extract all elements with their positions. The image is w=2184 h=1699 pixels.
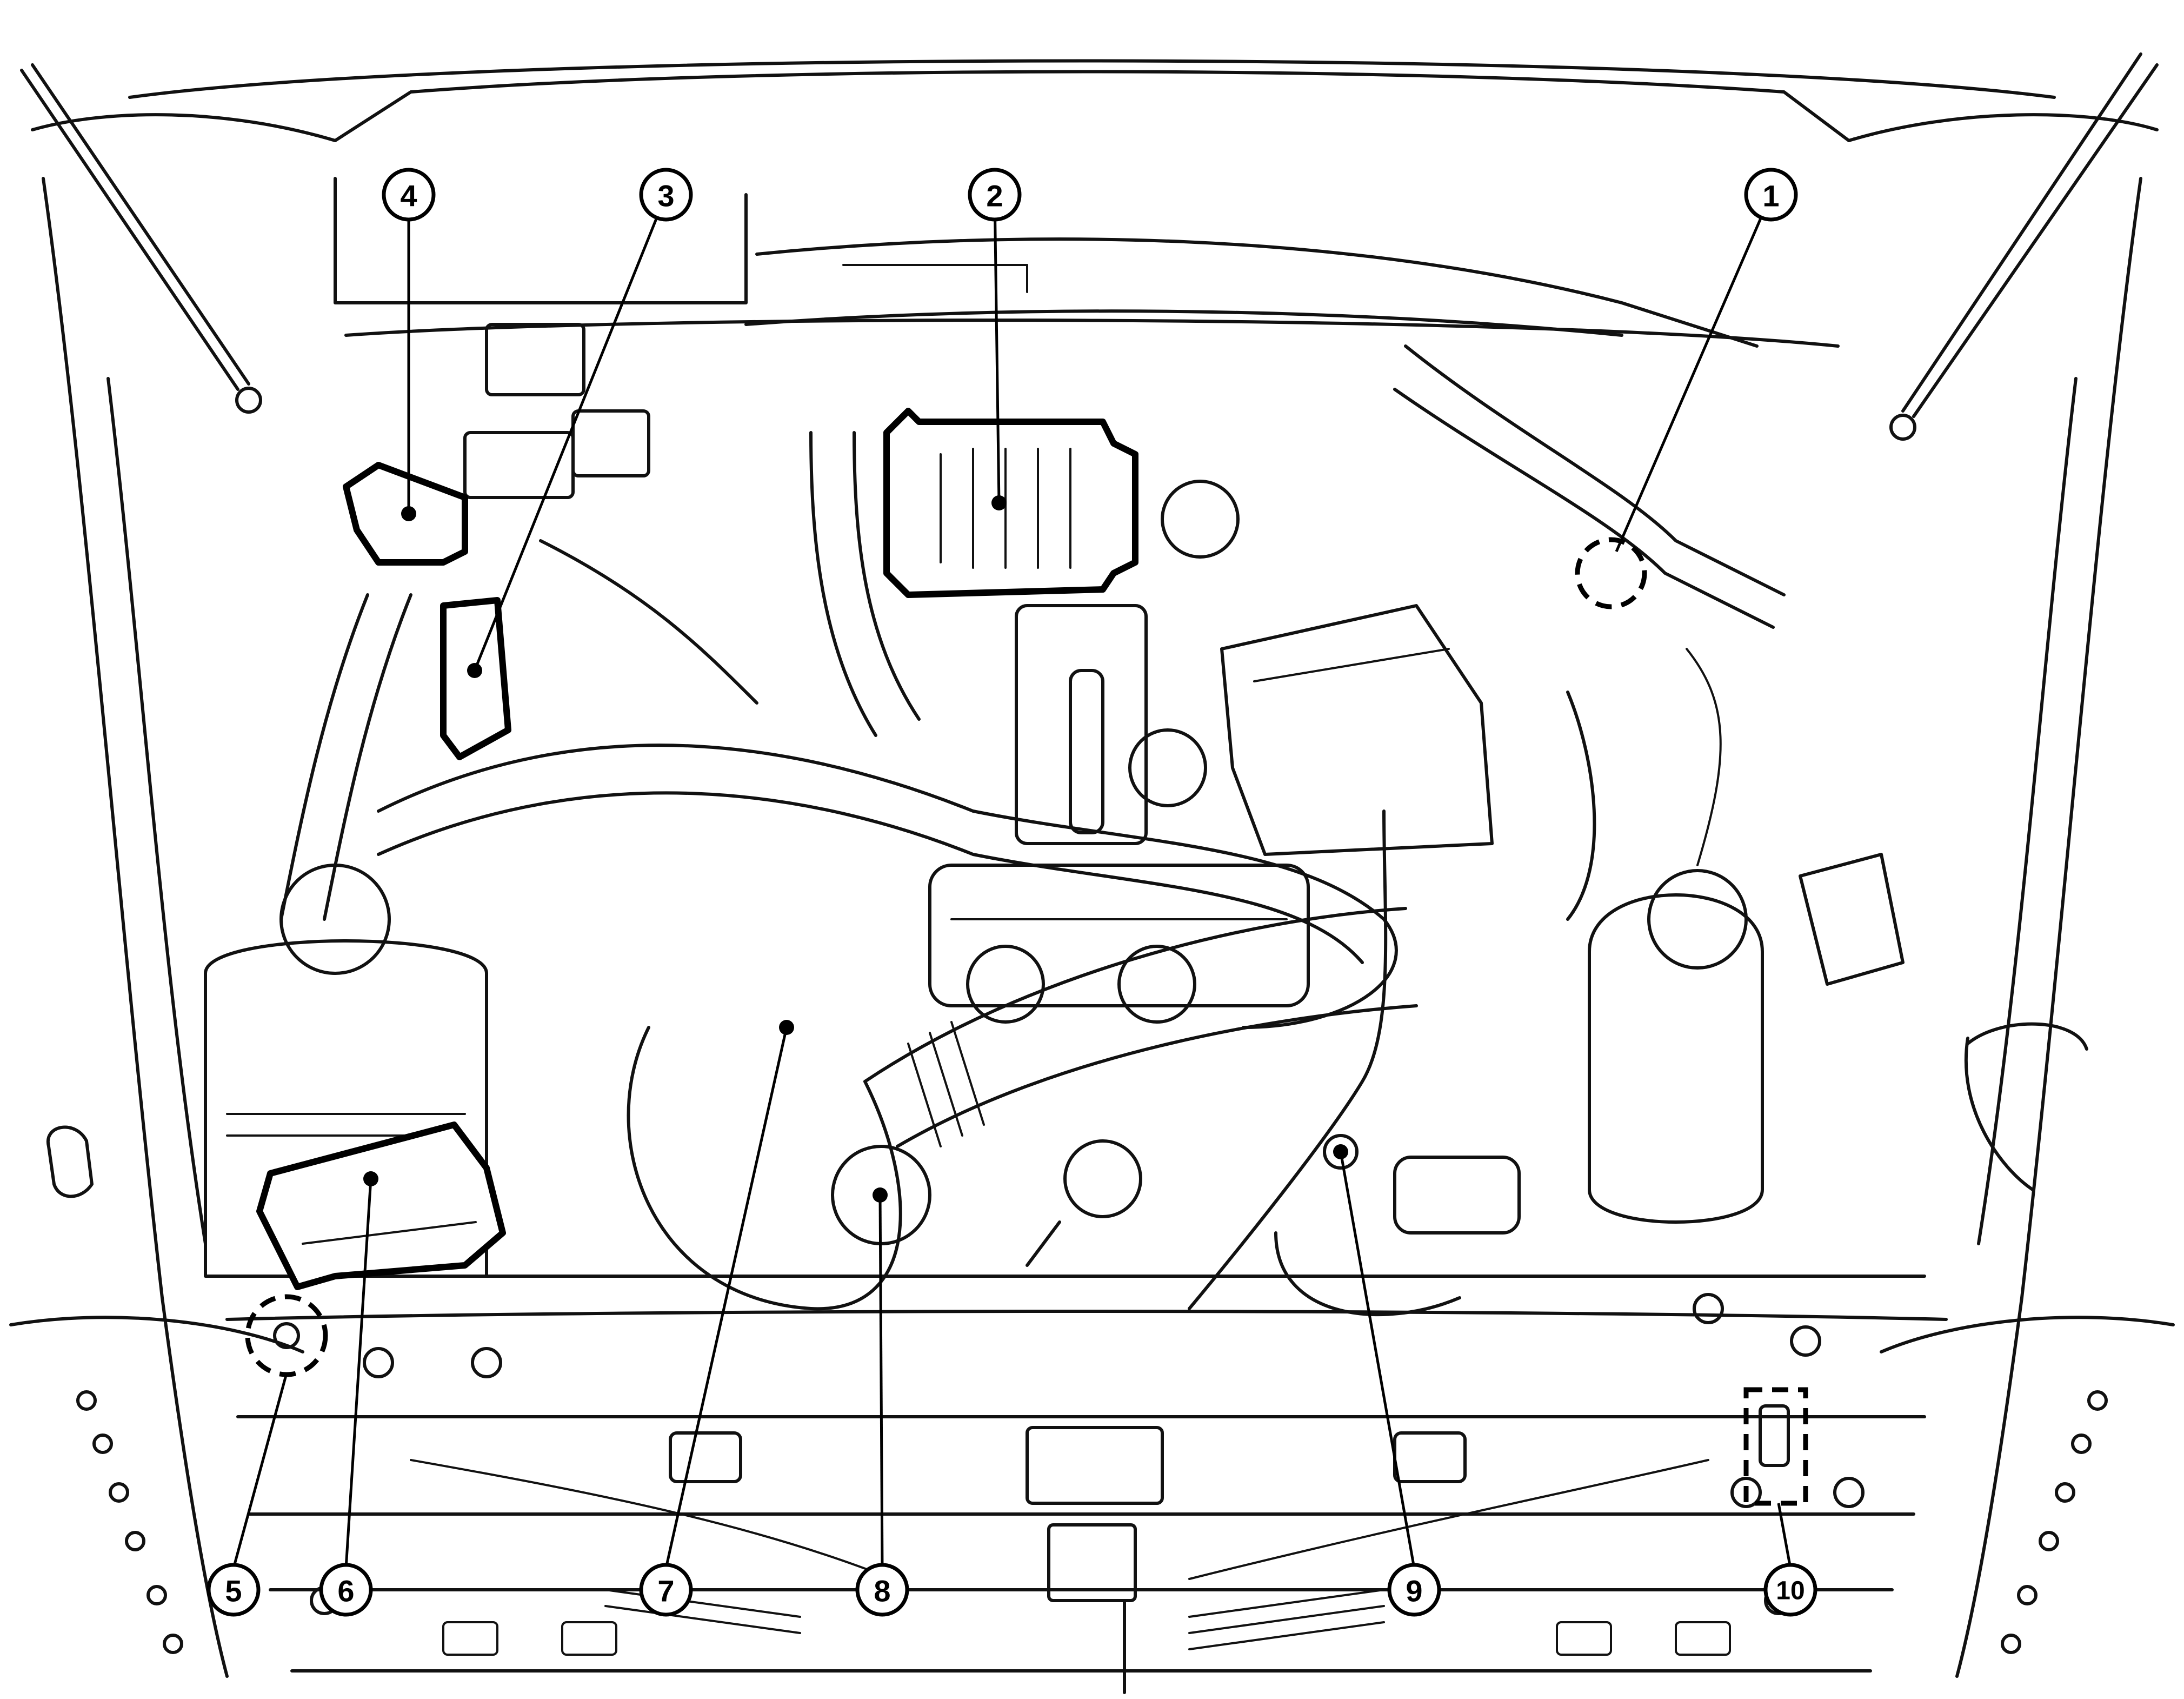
callout-4: 4 bbox=[382, 168, 436, 222]
callout-7-label: 7 bbox=[657, 1574, 674, 1608]
callout-6: 6 bbox=[319, 1563, 373, 1617]
callout-5: 5 bbox=[207, 1563, 261, 1617]
callout-8: 8 bbox=[855, 1563, 909, 1617]
callout-7: 7 bbox=[639, 1563, 693, 1617]
leader-lines bbox=[232, 194, 1792, 1569]
callout-4-label: 4 bbox=[400, 179, 417, 213]
callout-10: 10 bbox=[1763, 1563, 1817, 1617]
callout-9-label: 9 bbox=[1406, 1574, 1422, 1608]
callout-8-label: 8 bbox=[874, 1574, 890, 1608]
component-2-control-unit bbox=[883, 408, 1138, 598]
engine-assembly bbox=[46, 323, 2088, 1317]
callout-1: 1 bbox=[1744, 168, 1798, 222]
component-10-bracket bbox=[1743, 1387, 1808, 1506]
component-1-harness-point bbox=[1575, 537, 1647, 609]
vehicle-body-outline bbox=[9, 52, 2175, 1678]
callout-9: 9 bbox=[1387, 1563, 1441, 1617]
callout-10-label: 10 bbox=[1776, 1577, 1805, 1605]
callout-5-label: 5 bbox=[225, 1574, 242, 1608]
callout-6-label: 6 bbox=[337, 1574, 354, 1608]
callout-1-label: 1 bbox=[1762, 179, 1779, 213]
component-4-fuse-block bbox=[343, 462, 468, 566]
component-3-relay-box bbox=[440, 597, 511, 760]
radiator-support bbox=[225, 1275, 1948, 1694]
component-6-battery-box bbox=[256, 1121, 506, 1290]
callout-2: 2 bbox=[968, 168, 1022, 222]
callout-3: 3 bbox=[639, 168, 693, 222]
callout-2-label: 2 bbox=[986, 179, 1003, 213]
callout-3-label: 3 bbox=[657, 179, 674, 213]
